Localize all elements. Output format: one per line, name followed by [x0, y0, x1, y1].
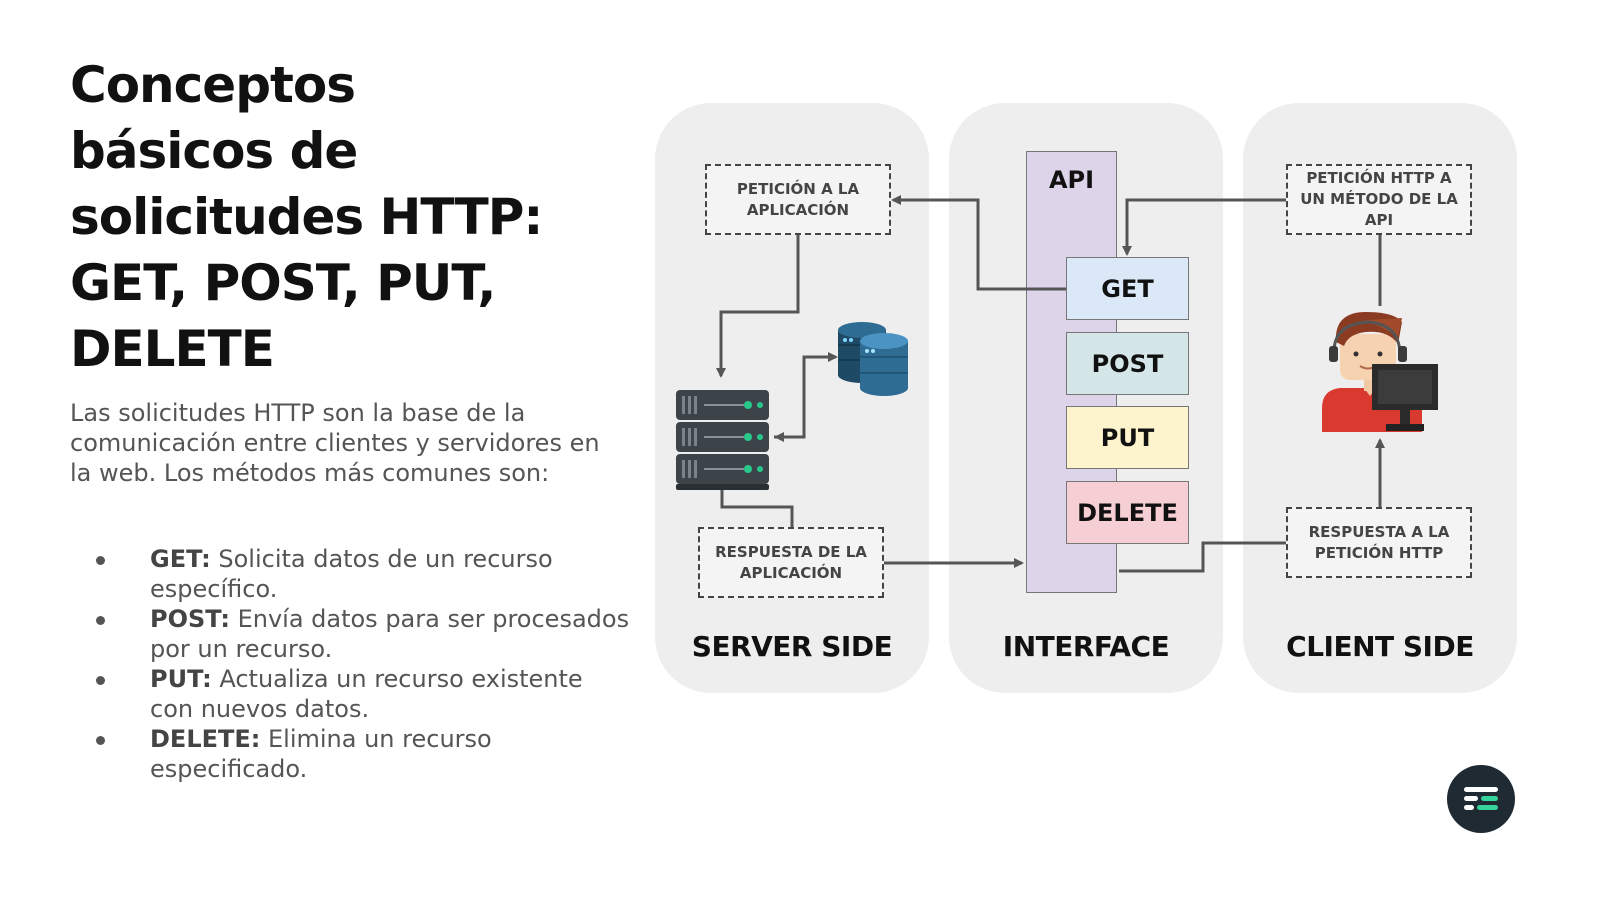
- method-description: Actualiza un recurso existente con nuevo…: [150, 665, 583, 723]
- bullet-icon: [96, 616, 105, 625]
- bullet-icon: [96, 556, 105, 565]
- line-server-to-response: [720, 487, 794, 527]
- list-item: POST: Envía datos para ser procesados po…: [70, 604, 630, 664]
- methods-list: GET: Solicita datos de un recurso especí…: [70, 544, 630, 784]
- arrow-app-request-to-server: [716, 235, 800, 378]
- client-side-label: CLIENT SIDE: [1286, 630, 1474, 663]
- bullet-icon: [96, 676, 105, 685]
- method-term: GET:: [150, 545, 211, 573]
- intro-paragraph: Las solicitudes HTTP son la base de la c…: [70, 399, 600, 487]
- list-item: DELETE: Elimina un recurso especificado.: [70, 724, 630, 784]
- database-icon: [838, 322, 908, 396]
- list-item: PUT: Actualiza un recurso existente con …: [70, 664, 630, 724]
- line-api-to-http-response: [1119, 541, 1286, 573]
- arrow-server-to-database: [774, 352, 838, 439]
- title-line: DELETE: [70, 320, 275, 378]
- peticion-http-box: PETICIÓN HTTP A UN MÉTODO DE LA API: [1286, 164, 1472, 235]
- user-at-computer-icon: [1322, 312, 1438, 432]
- peticion-aplicacion-box: PETICIÓN A LA APLICACIÓN: [705, 164, 891, 235]
- title-line: solicitudes HTTP:: [70, 188, 543, 246]
- method-description: Envía datos para ser procesados por un r…: [150, 605, 630, 663]
- arrow-client-to-get: [1122, 198, 1286, 256]
- server-rack-icon: [676, 390, 769, 490]
- arrow-get-to-app-request: [891, 195, 1066, 291]
- title-line: Conceptos: [70, 56, 356, 114]
- interface-label: INTERFACE: [1002, 630, 1170, 663]
- method-get-box: GET: [1066, 257, 1189, 320]
- method-delete-box: DELETE: [1066, 481, 1189, 544]
- respuesta-http-box: RESPUESTA A LA PETICIÓN HTTP: [1286, 507, 1472, 578]
- method-term: POST:: [150, 605, 230, 633]
- bullet-icon: [96, 736, 105, 745]
- title-line: GET, POST, PUT,: [70, 254, 496, 312]
- method-post-box: POST: [1066, 332, 1189, 395]
- page-title: Conceptos básicos de solicitudes HTTP: G…: [70, 52, 610, 382]
- api-label: API: [1048, 166, 1095, 194]
- server-side-label: SERVER SIDE: [691, 630, 893, 663]
- brand-logo-icon: [1447, 765, 1515, 833]
- method-term: DELETE:: [150, 725, 261, 753]
- respuesta-aplicacion-box: RESPUESTA DE LA APLICACIÓN: [698, 527, 884, 598]
- list-item: GET: Solicita datos de un recurso especí…: [70, 544, 630, 604]
- method-description: Solicita datos de un recurso específico.: [150, 545, 553, 603]
- title-line: básicos de: [70, 122, 358, 180]
- method-put-box: PUT: [1066, 406, 1189, 469]
- method-term: PUT:: [150, 665, 212, 693]
- method-description: Elimina un recurso especificado.: [150, 725, 492, 783]
